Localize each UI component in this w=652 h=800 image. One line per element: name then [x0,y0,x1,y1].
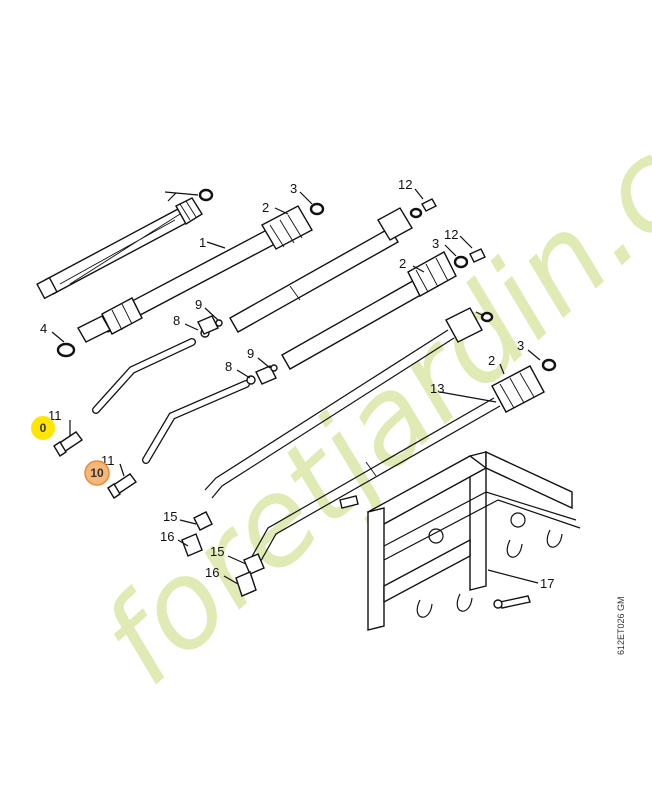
figure-code: 612ET026 GM [616,596,626,655]
curved-tube-lower [142,364,278,464]
lance-1 [36,188,214,300]
label-2-c: 2 [488,353,495,368]
fitting-11-lower [107,473,138,499]
badge-10-text: 10 [90,466,104,480]
label-9-b: 9 [247,346,254,361]
label-12-a: 12 [398,177,412,192]
lance-with-handle [56,202,325,358]
lance-lower-2 [204,307,494,499]
label-2-a: 2 [262,200,269,215]
label-12-b: 12 [444,227,458,242]
label-3-c: 3 [517,338,524,353]
bracket-17 [339,450,581,631]
label-15-a: 15 [163,509,177,524]
badge-0-circle[interactable] [31,416,55,440]
lance-lower-1 [281,248,486,370]
fittings-15-16-left [181,511,213,557]
label-16-a: 16 [160,529,174,544]
curved-tube-upper [92,315,223,414]
badge-0-text: 0 [40,421,47,435]
label-9-a: 9 [195,297,202,312]
label-15-b: 15 [210,544,224,559]
label-13: 13 [430,381,444,396]
label-11-a: 11 [48,408,62,423]
fitting-11-upper [53,431,84,457]
label-2-b: 2 [399,256,406,271]
label-8-b: 8 [225,359,232,374]
label-16-b: 16 [205,565,219,580]
badge-10[interactable]: 10 [84,460,110,486]
label-1: 1 [199,235,206,250]
fittings-15-16-right [235,553,265,597]
label-4: 4 [40,321,47,336]
label-3-b: 3 [432,236,439,251]
badge-10-circle[interactable] [84,460,110,486]
label-8-a: 8 [173,313,180,328]
lance-middle [229,198,437,333]
label-3-a: 3 [290,181,297,196]
leader-lines [51,188,541,585]
lance-13 [249,358,557,567]
label-17: 17 [540,576,554,591]
badge-0[interactable]: 0 [31,416,55,440]
